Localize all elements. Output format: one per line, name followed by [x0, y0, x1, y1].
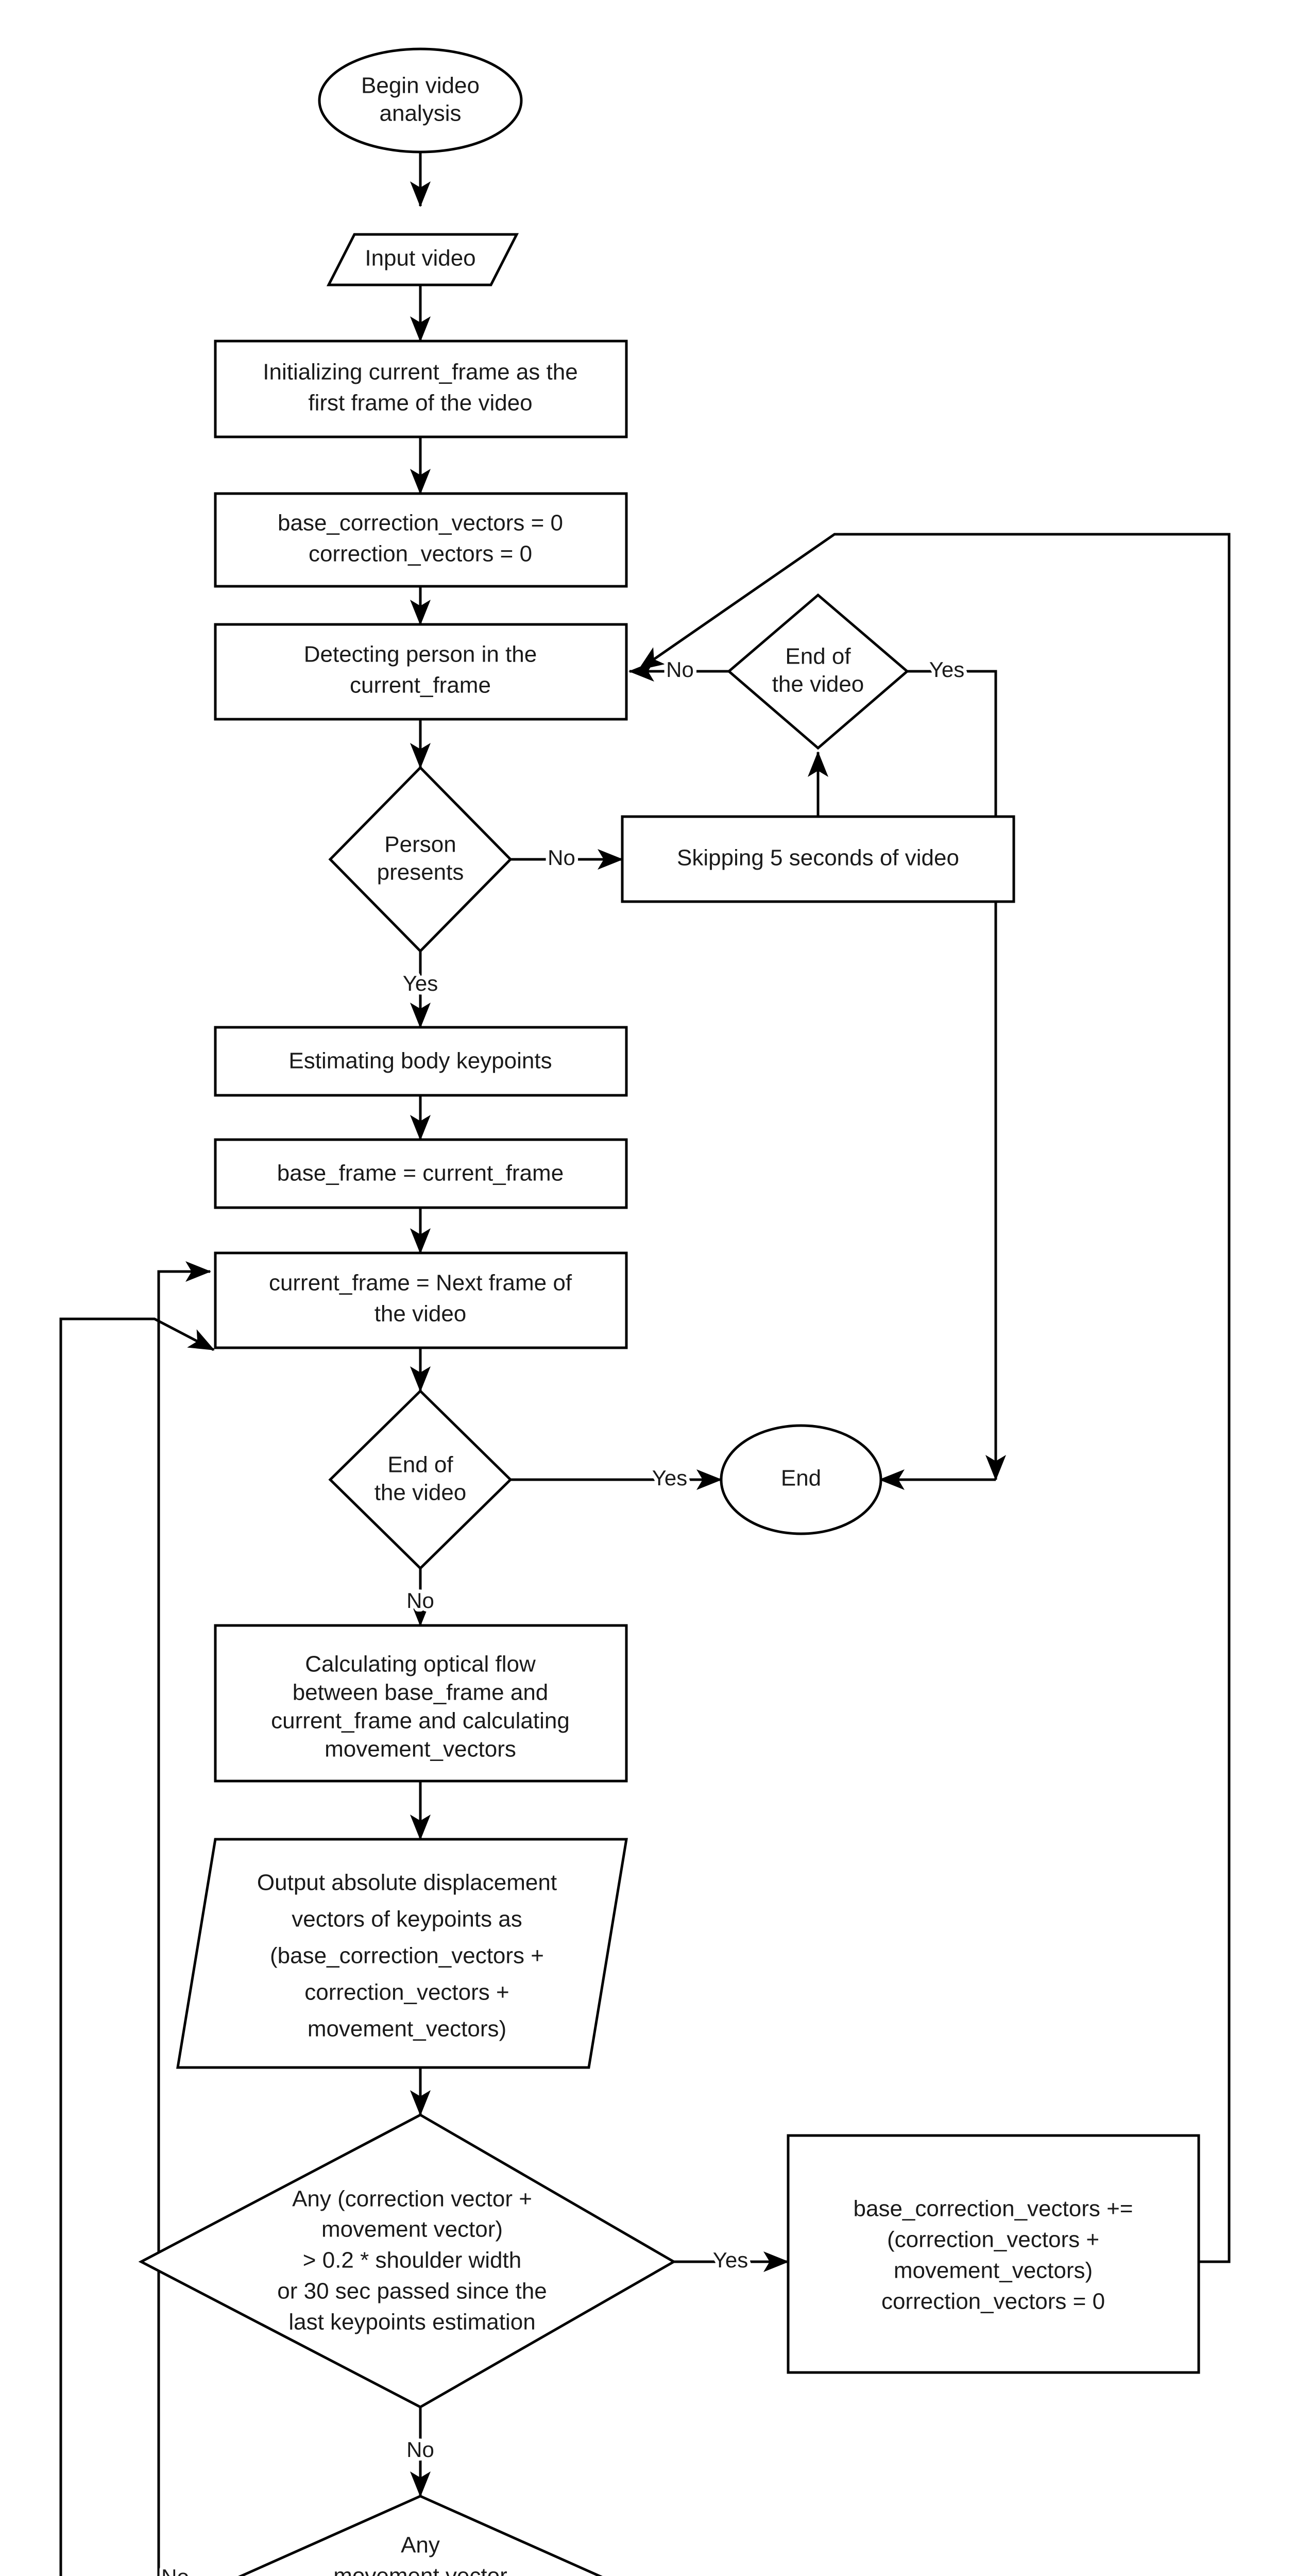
edge-label-threshold-no: No — [406, 2437, 434, 2462]
edge-updatebasecorrection-to-detect-rail — [638, 533, 1231, 2263]
node-next-frame-line1: current_frame = Next frame of — [269, 1270, 572, 1296]
node-threshold-check-line3: > 0.2 * shoulder width — [303, 2248, 521, 2273]
edge-label-person-no: No — [548, 845, 575, 870]
edge-updatebaseframe-rail — [59, 1317, 215, 2576]
node-init-current-frame-line2: first frame of the video — [308, 391, 532, 416]
node-output-displacement[interactable]: Output absolute displacement vectors of … — [176, 1838, 628, 2069]
node-update-base-correction-line3: movement_vectors) — [894, 2258, 1093, 2283]
edge-label-eovtop-no: No — [666, 657, 694, 682]
node-input-video[interactable]: Input video — [326, 233, 519, 286]
node-start[interactable]: Begin video analysis — [318, 47, 523, 154]
edge-labels: No Yes No Yes Yes No Yes No No Yes — [158, 654, 968, 2576]
node-threshold-check-line5: last keypoints estimation — [288, 2310, 535, 2335]
node-init-vectors-line1: base_correction_vectors = 0 — [278, 511, 563, 536]
edge-label-movement-no: No — [161, 2565, 189, 2576]
node-start-line1: Begin video — [361, 73, 480, 98]
node-end-of-video-mid[interactable]: End of the video — [328, 1389, 513, 1570]
node-update-base-correction-line4: correction_vectors = 0 — [881, 2289, 1105, 2314]
node-next-frame-line2: the video — [374, 1301, 467, 1327]
node-threshold-check-line1: Any (correction vector + — [292, 2187, 532, 2212]
node-movement-check[interactable]: Any movement vector > 15px — [235, 2495, 605, 2576]
node-init-vectors-line2: correction_vectors = 0 — [309, 541, 532, 567]
node-start-line2: analysis — [380, 101, 462, 126]
node-estimate-keypoints-label: Estimating body keypoints — [288, 1048, 552, 1074]
node-threshold-check[interactable]: Any (correction vector + movement vector… — [138, 2113, 677, 2409]
edge-label-threshold-yes: Yes — [713, 2248, 748, 2272]
node-update-base-correction[interactable]: base_correction_vectors += (correction_v… — [787, 2134, 1200, 2374]
node-optical-flow-line3: current_frame and calculating — [271, 1708, 570, 1734]
node-end[interactable]: End — [720, 1424, 882, 1535]
node-optical-flow-line1: Calculating optical flow — [305, 1652, 536, 1677]
node-end-of-video-top-line2: the video — [772, 672, 864, 697]
node-output-displacement-line2: vectors of keypoints as — [292, 1907, 522, 1932]
node-base-frame-assign[interactable]: base_frame = current_frame — [214, 1138, 628, 1209]
node-threshold-check-line2: movement vector) — [321, 2217, 503, 2242]
edge-movement-no-rail — [157, 1261, 211, 2576]
node-end-of-video-top-line1: End of — [785, 644, 851, 669]
node-optical-flow-line4: movement_vectors — [325, 1737, 516, 1762]
node-init-current-frame[interactable]: Initializing current_frame as the first … — [214, 340, 628, 438]
node-update-base-correction-line1: base_correction_vectors += — [854, 2196, 1133, 2222]
node-output-displacement-line5: movement_vectors) — [308, 2016, 506, 2042]
node-init-current-frame-line1: Initializing current_frame as the — [263, 360, 577, 385]
node-detect-person[interactable]: Detecting person in the current_frame — [214, 623, 628, 721]
edge-eovtop-yes-to-end — [907, 670, 1006, 1481]
node-estimate-keypoints[interactable]: Estimating body keypoints — [214, 1026, 628, 1097]
node-movement-check-line1: Any — [401, 2533, 440, 2558]
edge-label-eovmid-no: No — [406, 1588, 434, 1613]
node-person-presents[interactable]: Person presents — [328, 766, 513, 953]
node-skip-5-seconds[interactable]: Skipping 5 seconds of video — [621, 815, 1015, 903]
node-person-presents-line2: presents — [377, 860, 464, 885]
node-detect-person-line1: Detecting person in the — [304, 642, 537, 667]
connectors — [59, 152, 1231, 2576]
node-movement-check-line2: movement vector — [333, 2564, 507, 2576]
node-output-displacement-line1: Output absolute displacement — [257, 1870, 557, 1895]
node-base-frame-assign-label: base_frame = current_frame — [277, 1161, 564, 1186]
node-optical-flow-line2: between base_frame and — [293, 1680, 549, 1705]
node-end-of-video-top[interactable]: End of the video — [727, 593, 909, 750]
edge-label-person-yes: Yes — [403, 971, 438, 995]
node-next-frame[interactable]: current_frame = Next frame of the video — [214, 1251, 628, 1349]
node-end-label: End — [781, 1466, 821, 1491]
node-detect-person-line2: current_frame — [350, 673, 491, 698]
node-optical-flow[interactable]: Calculating optical flow between base_fr… — [214, 1624, 628, 1783]
node-init-vectors[interactable]: base_correction_vectors = 0 correction_v… — [214, 492, 628, 588]
edge-label-eovmid-yes: Yes — [652, 1466, 688, 1490]
node-output-displacement-line3: (base_correction_vectors + — [270, 1943, 544, 1969]
node-update-base-correction-line2: (correction_vectors + — [887, 2227, 1099, 2252]
node-end-of-video-mid-line1: End of — [387, 1452, 453, 1478]
node-threshold-check-line4: or 30 sec passed since the — [277, 2279, 547, 2304]
node-input-video-label: Input video — [365, 246, 475, 271]
edge-label-eovtop-yes: Yes — [929, 657, 965, 682]
node-output-displacement-line4: correction_vectors + — [304, 1980, 509, 2005]
node-skip-5-seconds-label: Skipping 5 seconds of video — [677, 845, 959, 871]
node-person-presents-line1: Person — [384, 832, 456, 857]
node-end-of-video-mid-line2: the video — [374, 1480, 467, 1505]
